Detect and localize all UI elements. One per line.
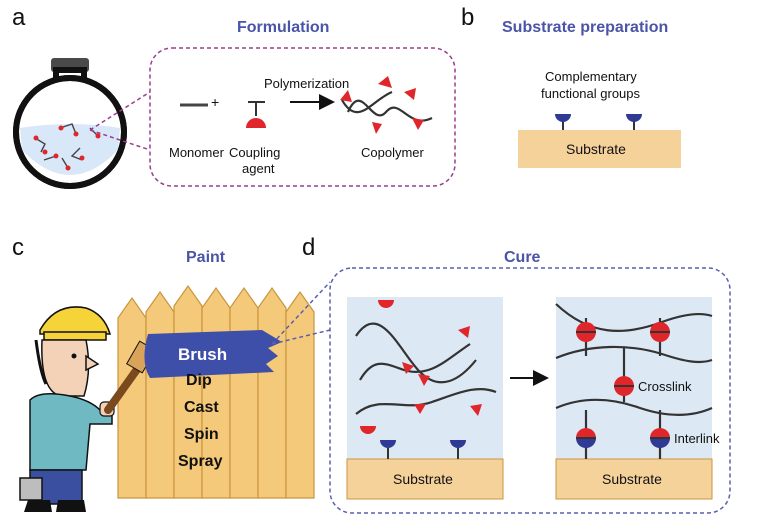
complementary-groups-label-line1: Complementary (545, 69, 637, 84)
plus-sign: + (211, 94, 220, 110)
substrate-label: Substrate (566, 141, 626, 157)
copolymer-icon (340, 76, 433, 134)
complementary-groups-label-line2: functional groups (541, 86, 641, 101)
crosslink-icon (576, 322, 670, 396)
polymer-chains-uncured (355, 322, 497, 415)
functional-group-icon (555, 114, 571, 130)
crosslink-label: Crosslink (638, 379, 692, 394)
coupling-agent-label-line2: agent (242, 161, 275, 176)
polymerization-label: Polymerization (264, 76, 350, 91)
interlink-icon (576, 428, 670, 448)
method-dip: Dip (186, 372, 212, 389)
panel-letter-d: d (302, 234, 316, 261)
cure-callout-box (329, 267, 731, 514)
zoom-line (271, 281, 331, 345)
coupling-agent-icon (360, 300, 482, 434)
zoom-line (89, 129, 151, 151)
functional-group-icon (626, 114, 642, 130)
paint-title: Paint (186, 249, 226, 266)
cure-title: Cure (504, 249, 541, 266)
functional-group-icon (380, 440, 466, 459)
copolymer-label: Copolymer (361, 145, 424, 160)
substrate-preparation-title: Substrate preparation (502, 19, 669, 36)
coupling-agent-icon (246, 101, 266, 128)
panel-letter-a: a (12, 4, 26, 31)
interlink-label: Interlink (674, 431, 720, 446)
zoom-line (89, 91, 151, 131)
method-brush: Brush (178, 345, 228, 364)
panel-letter-b: b (461, 4, 475, 31)
zoom-line (271, 329, 331, 345)
coupling-agent-label-line1: Coupling (229, 145, 281, 160)
paint-stroke (144, 330, 282, 378)
painter-illustration (19, 306, 115, 512)
substrate-block (346, 458, 504, 500)
formulation-title: Formulation (237, 19, 330, 36)
round-bottom-flask-icon (13, 58, 127, 189)
substrate-block (518, 130, 681, 168)
method-spin: Spin (184, 426, 219, 443)
formulation-callout-box (149, 47, 456, 187)
substrate-block (555, 458, 713, 500)
method-spray: Spray (178, 453, 223, 470)
method-cast: Cast (184, 399, 219, 416)
substrate-label-right: Substrate (602, 471, 662, 487)
monomer-label: Monomer (169, 145, 224, 160)
substrate-label-left: Substrate (393, 471, 453, 487)
panel-letter-c: c (12, 234, 24, 261)
